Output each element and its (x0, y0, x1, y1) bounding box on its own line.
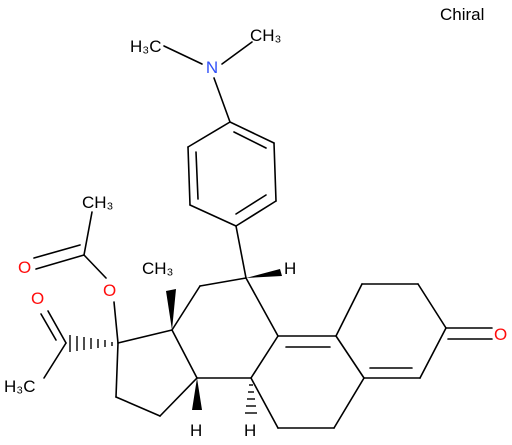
bond-c13-c17 (117, 329, 173, 344)
bond-acetyl-o (47, 310, 67, 344)
bond-c11-c12 (199, 277, 247, 287)
atom-ch3-acetyl: H₃C (4, 377, 35, 396)
atom-ch3-acetate: CH₃ (82, 193, 113, 212)
atom-ch3-left: H₃C (130, 37, 161, 56)
wedge-c14-h (192, 378, 202, 410)
chiral-label: Chiral (440, 5, 484, 24)
bond-c17-o (113, 301, 119, 344)
bond-ph-inner-1 (233, 131, 267, 149)
atom-h-9: H (244, 421, 256, 440)
bond-ph-1 (229, 121, 275, 144)
wedge-c11-h (246, 269, 282, 278)
bond-acetate-o (35, 254, 85, 270)
hash-c17-acetyl (69, 335, 113, 352)
atom-ch3-right: CH₃ (250, 26, 281, 45)
bond-c13-c14 (171, 329, 198, 379)
bond-acetyl-o-double (40, 313, 57, 341)
bond-n-aryl (213, 77, 231, 123)
bond-acetyl-ch3 (43, 342, 67, 379)
atom-h-14: H (190, 421, 202, 440)
bond-c10-c1 (335, 283, 363, 337)
bond-c3-c4 (419, 327, 447, 379)
bond-n-ch3-right (221, 41, 253, 65)
bond-ph-6 (187, 121, 231, 148)
bond-ph-inner-2 (235, 194, 267, 215)
atom-n: N (206, 58, 218, 77)
bond-c17-c16 (115, 342, 119, 398)
bond-c5-c10 (335, 335, 365, 379)
bond-c12-c13 (171, 285, 201, 331)
bond-c15-c14 (159, 377, 198, 417)
atom-ch3-methyl: CH₃ (142, 259, 173, 278)
bond-c6-c5 (333, 377, 365, 429)
atom-o-ketone: O (494, 325, 507, 344)
bond-n-ch3-left (163, 45, 203, 65)
bond-c8-c9 (250, 335, 279, 379)
hash-c8-h (245, 384, 257, 414)
bond-ph-inner-3 (195, 151, 199, 200)
wedge-c13-methyl (166, 289, 176, 330)
atom-labels: N H₃C CH₃ CH₃ O O O H₃C CH₃ H H H O (4, 26, 507, 440)
bond-c9-c11 (245, 277, 279, 337)
atom-o-carbonyl-acetate: O (18, 258, 31, 277)
bond-ph-5 (187, 146, 191, 206)
bond-ph-4 (189, 204, 237, 227)
bond-acetate-ch3 (83, 211, 93, 256)
bond-o-c-acetate (83, 254, 107, 279)
atom-o-acetyl: O (31, 289, 44, 308)
stereo-bonds (69, 269, 282, 414)
bond-c11-aryl (235, 225, 247, 279)
bond-ph-2 (273, 142, 277, 202)
bond-acetate-o-double (33, 244, 81, 259)
bond-c8-c7 (250, 377, 279, 429)
bonds (33, 41, 493, 429)
bond-c16-c15 (115, 396, 161, 417)
atom-h-11: H (284, 259, 296, 278)
bond-ph-3 (235, 200, 277, 227)
atom-o-ester: O (103, 281, 116, 300)
bond-c2-c3 (417, 283, 447, 329)
